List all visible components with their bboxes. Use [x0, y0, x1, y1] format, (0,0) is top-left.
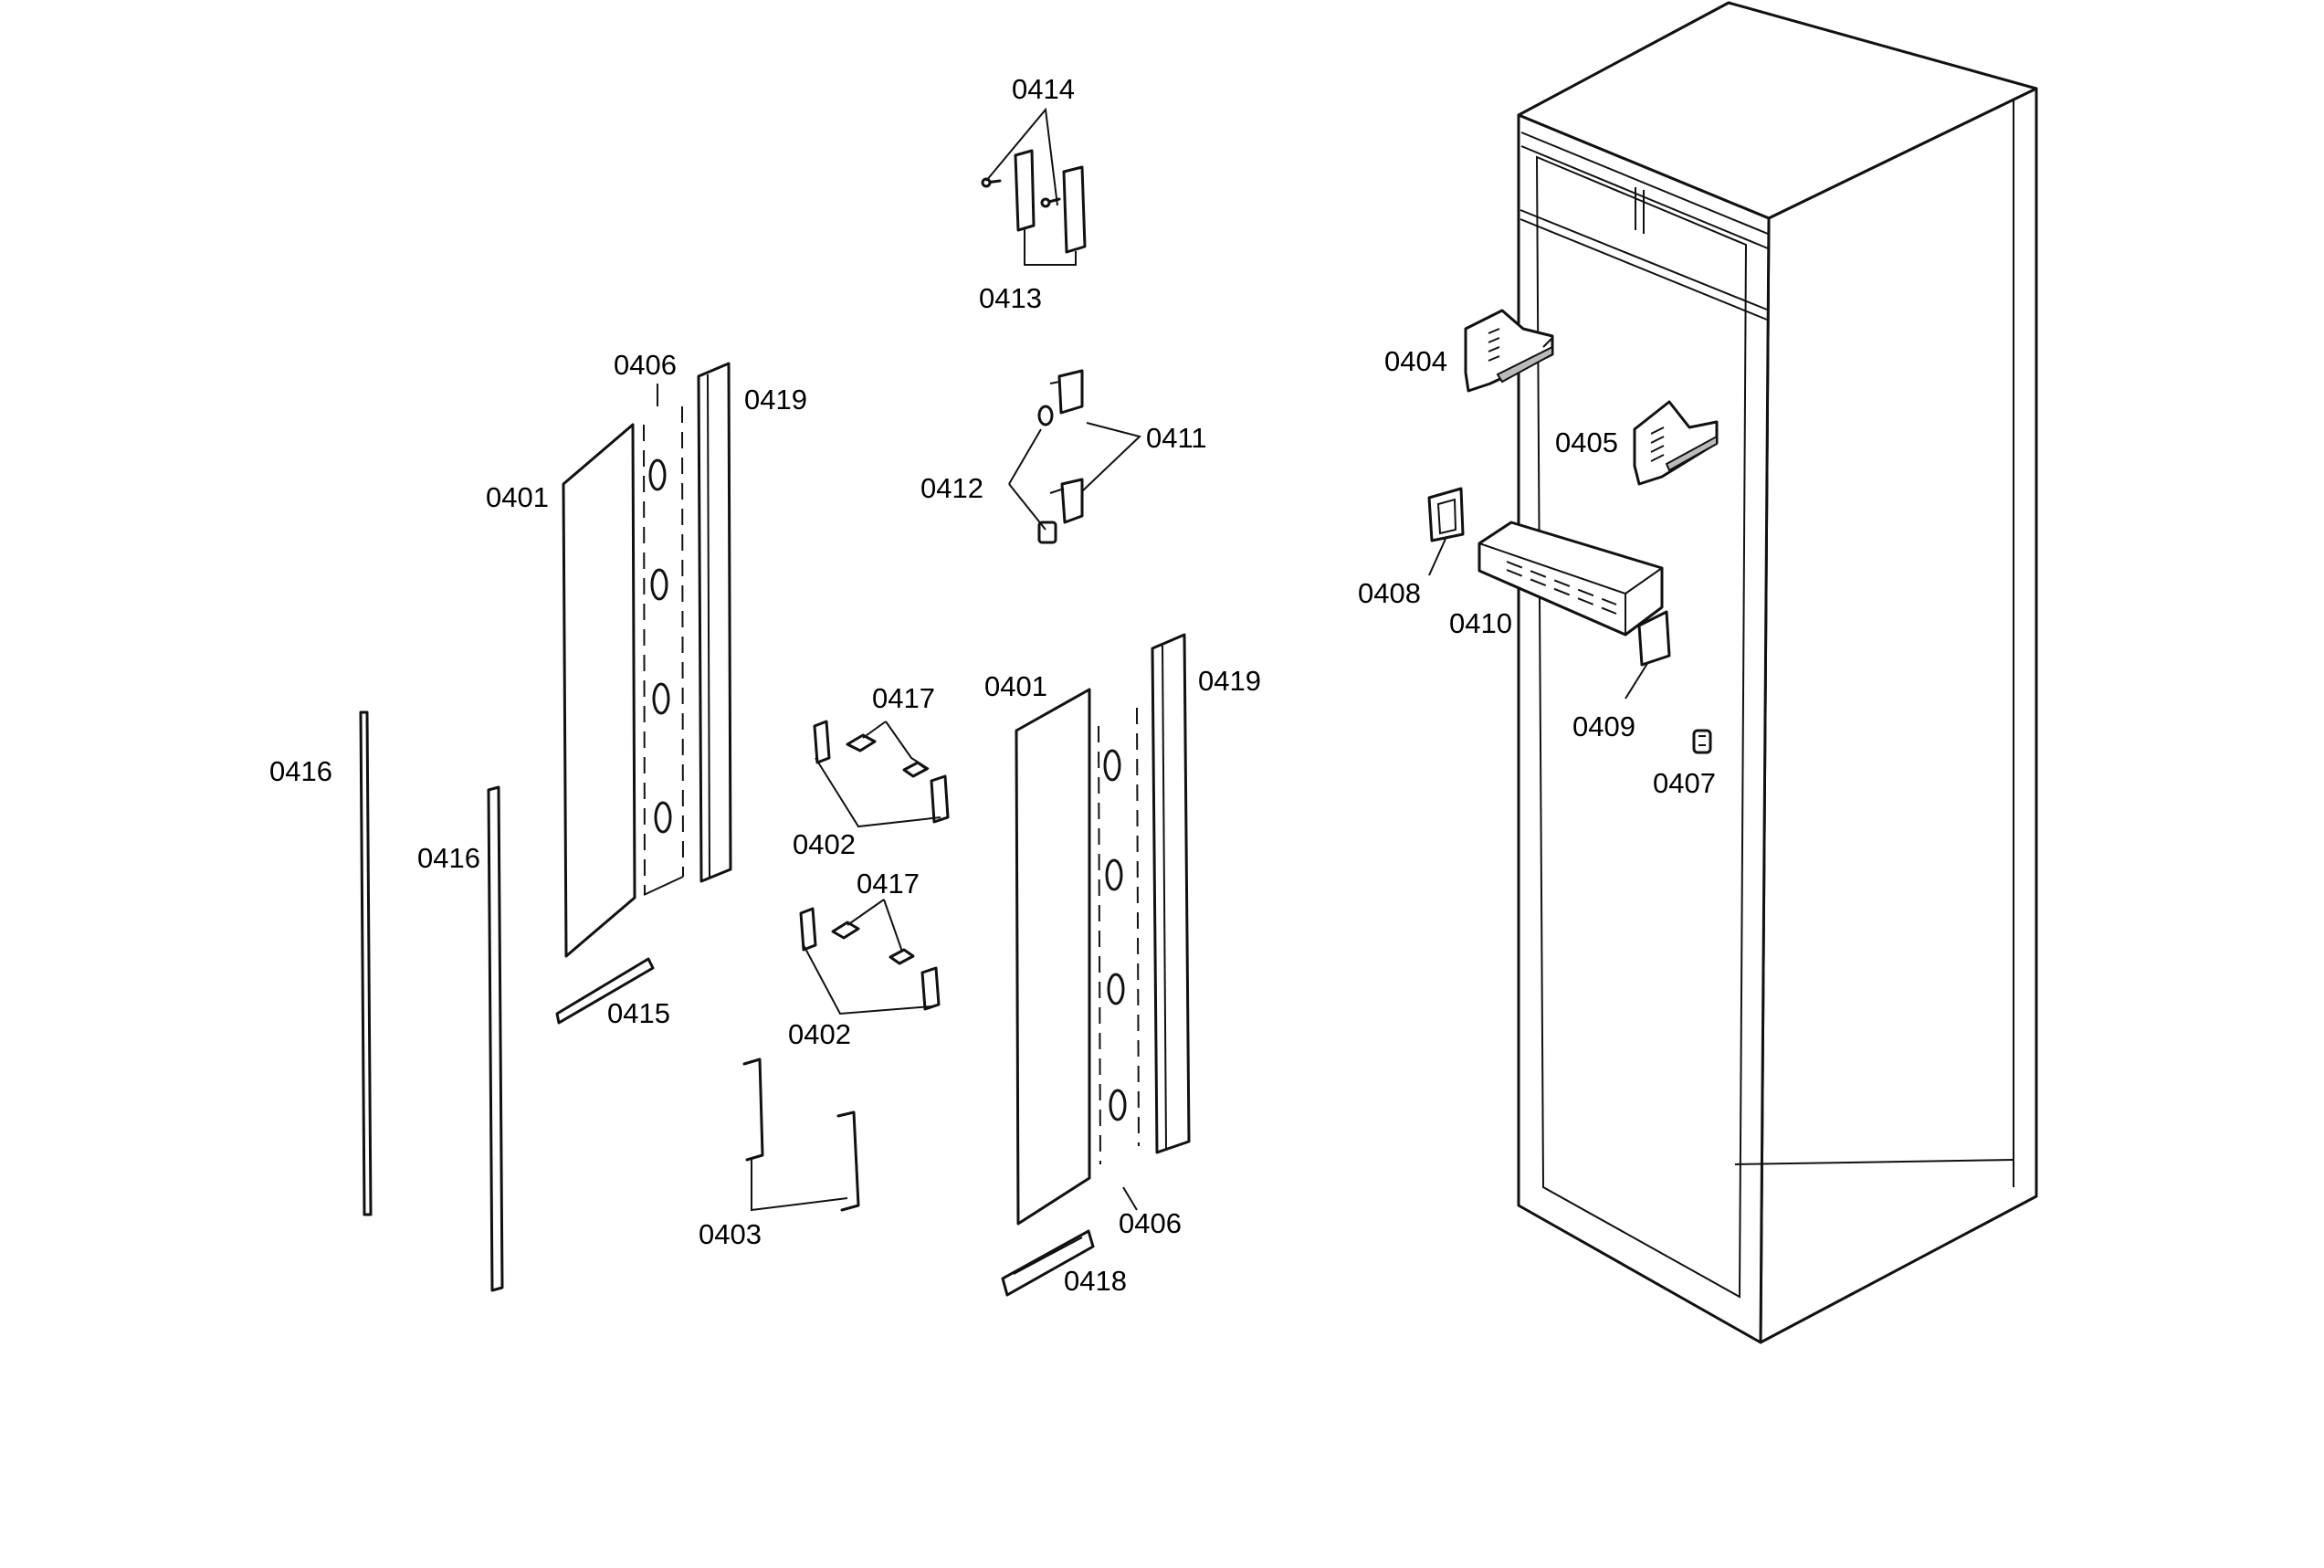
label-0402-upper: 0402	[793, 828, 856, 860]
part-0416-strip-b	[487, 785, 504, 1292]
part-0401-right-panel	[1015, 688, 1091, 1226]
part-0402-upper-brackets	[813, 720, 950, 824]
part-0416-strip-a	[359, 710, 373, 1216]
part-0406-right-hinge-strip	[1098, 707, 1140, 1165]
label-0419-left: 0419	[744, 384, 807, 416]
label-0419-right: 0419	[1198, 665, 1261, 697]
label-0401-left: 0401	[486, 481, 549, 513]
label-0415: 0415	[607, 997, 670, 1029]
label-0401-right: 0401	[984, 670, 1047, 702]
part-0417-lower-clips	[831, 921, 915, 965]
label-0416-a: 0416	[269, 755, 332, 787]
part-0419-right-trim	[1151, 633, 1191, 1154]
label-0418: 0418	[1064, 1265, 1127, 1297]
label-0405: 0405	[1555, 426, 1618, 458]
part-0401-left-panel	[562, 423, 636, 958]
label-0403: 0403	[699, 1218, 762, 1250]
part-0413-hinge-plates	[1014, 149, 1087, 254]
part-0405-bracket	[1633, 400, 1719, 486]
label-0407: 0407	[1653, 767, 1716, 799]
part-0417-upper-clips	[846, 733, 929, 778]
label-0404: 0404	[1384, 345, 1447, 377]
label-0413: 0413	[979, 282, 1042, 314]
cabinet-housing	[1517, 1, 2038, 1344]
part-0410-housing	[1477, 521, 1664, 637]
part-0415-left-rail	[555, 957, 655, 1025]
label-0409: 0409	[1572, 710, 1635, 742]
label-0412: 0412	[920, 472, 983, 504]
part-0411-hinge-brackets	[1049, 369, 1084, 524]
part-labels: 0414 0413 0406 0419 0401 0411 0412 0404 …	[269, 73, 1716, 1297]
part-0419-left-trim	[697, 362, 732, 883]
part-0418-right-rail	[1001, 1229, 1095, 1297]
label-0417-upper: 0417	[872, 682, 935, 714]
part-0408-cover	[1427, 487, 1465, 542]
label-0414: 0414	[1012, 73, 1075, 105]
part-0407-clip	[1692, 729, 1712, 754]
part-0403-brackets	[742, 1058, 860, 1212]
label-0417-lower: 0417	[857, 868, 920, 900]
label-0408: 0408	[1358, 577, 1421, 609]
part-0412-bushings	[1037, 405, 1057, 544]
leader-lines	[657, 107, 1649, 1212]
part-0409-plate	[1637, 610, 1671, 667]
part-0414-screws	[981, 177, 1061, 208]
label-0406-right: 0406	[1119, 1207, 1182, 1239]
label-0411: 0411	[1146, 422, 1207, 454]
label-0402-lower: 0402	[788, 1018, 851, 1050]
part-0406-left-hinge-strip	[643, 405, 684, 896]
part-0404-bracket	[1464, 309, 1554, 393]
label-0406-left: 0406	[614, 349, 677, 381]
part-0402-lower-brackets	[799, 907, 941, 1011]
label-0410: 0410	[1449, 607, 1512, 639]
label-0416-b: 0416	[417, 842, 480, 874]
